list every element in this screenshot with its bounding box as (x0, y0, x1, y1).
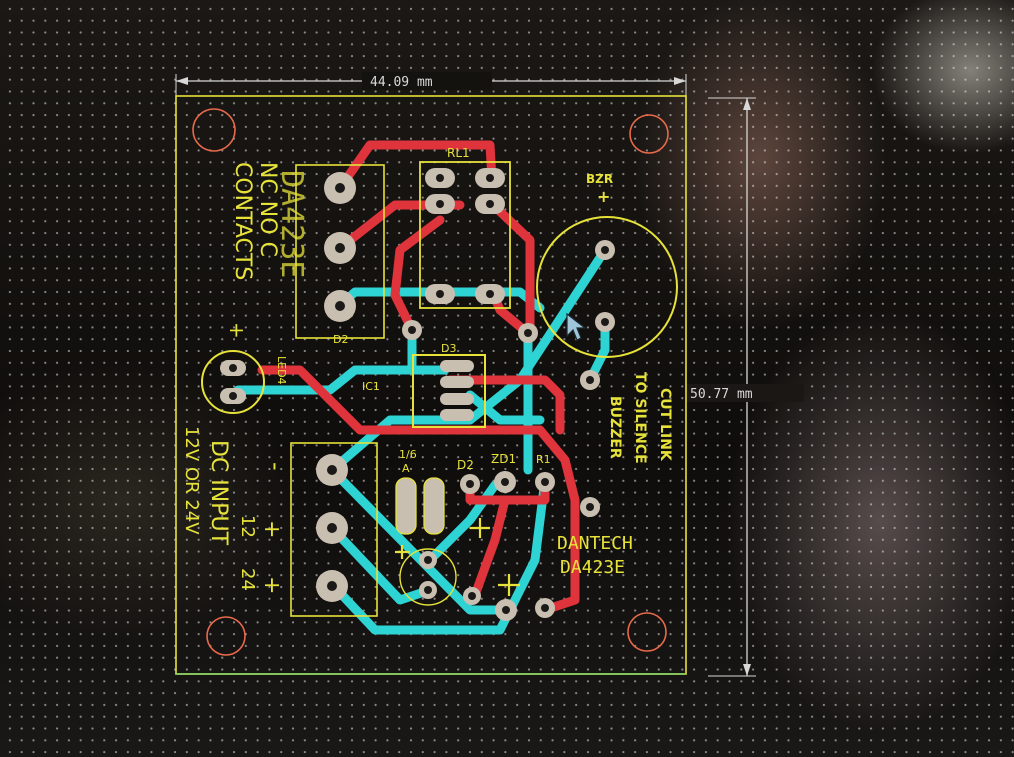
mouse-pointer-icon (566, 312, 587, 341)
dc-input-caption: DC INPUT (206, 440, 231, 546)
dimension-width: 44.09 mm (175, 72, 687, 96)
buzzer-designator: BZR (586, 172, 613, 186)
mounting-hole[interactable] (629, 114, 669, 154)
dimension-height: 50.77 mm (686, 97, 804, 677)
contacts-pin-labels: NC NO C (255, 162, 280, 257)
buzzer-plus-mark: + (597, 187, 610, 206)
d3-designator: D3 (441, 342, 456, 355)
brand-name: DANTECH (557, 533, 633, 554)
terminal-block-power-outline[interactable] (290, 442, 378, 617)
resistor-body[interactable] (423, 477, 445, 535)
terminal-minus-mark: - (262, 462, 290, 471)
cut-link-line-3: BUZZER (607, 396, 623, 459)
pads[interactable] (220, 168, 615, 621)
terminal-plus-mark: + (259, 576, 284, 594)
mounting-hole[interactable] (206, 616, 246, 656)
ic-designator: IC1 (362, 380, 380, 393)
contacts-plus-mark: + (225, 322, 249, 339)
board-code: DA423E (560, 557, 625, 578)
relay-designator: RL1 (447, 146, 470, 160)
resistor-value-label: 1/6 (399, 448, 417, 461)
dc-input-voltage: 12V OR 24V (181, 426, 202, 535)
terminal-plus-mark: + (259, 520, 284, 538)
resistor-body[interactable] (395, 477, 417, 535)
terminal-block-contacts-outline[interactable] (295, 164, 385, 339)
mounting-hole[interactable] (192, 108, 236, 152)
height-dimension-text: 50.77 mm (690, 387, 753, 402)
cut-link-line-1: CUT LINK (657, 388, 673, 462)
mounting-hole[interactable] (627, 612, 667, 652)
relay-outline[interactable] (419, 161, 511, 309)
contacts-caption: CONTACTS (230, 162, 255, 280)
d2-upper-designator: D2 (333, 333, 348, 346)
buzzer-outline[interactable] (536, 216, 678, 358)
r1-designator: R1 (536, 453, 551, 466)
width-dimension-text: 44.09 mm (370, 75, 433, 90)
led-designator: LED4 (275, 356, 288, 385)
capacitor-outline[interactable] (399, 548, 457, 606)
zd1-designator: ZD1 (491, 452, 516, 466)
terminal-12-label: 12 (237, 515, 258, 538)
led-outline[interactable] (201, 350, 265, 414)
resistor-sub-label: A (402, 462, 410, 475)
d2-lower-designator: D2 (457, 458, 474, 472)
ic-outline[interactable] (412, 354, 486, 428)
terminal-24-label: 24 (237, 568, 258, 591)
ghost-board-code: DA423E (274, 170, 309, 278)
cut-link-line-2: TO SILENCE (632, 372, 648, 464)
